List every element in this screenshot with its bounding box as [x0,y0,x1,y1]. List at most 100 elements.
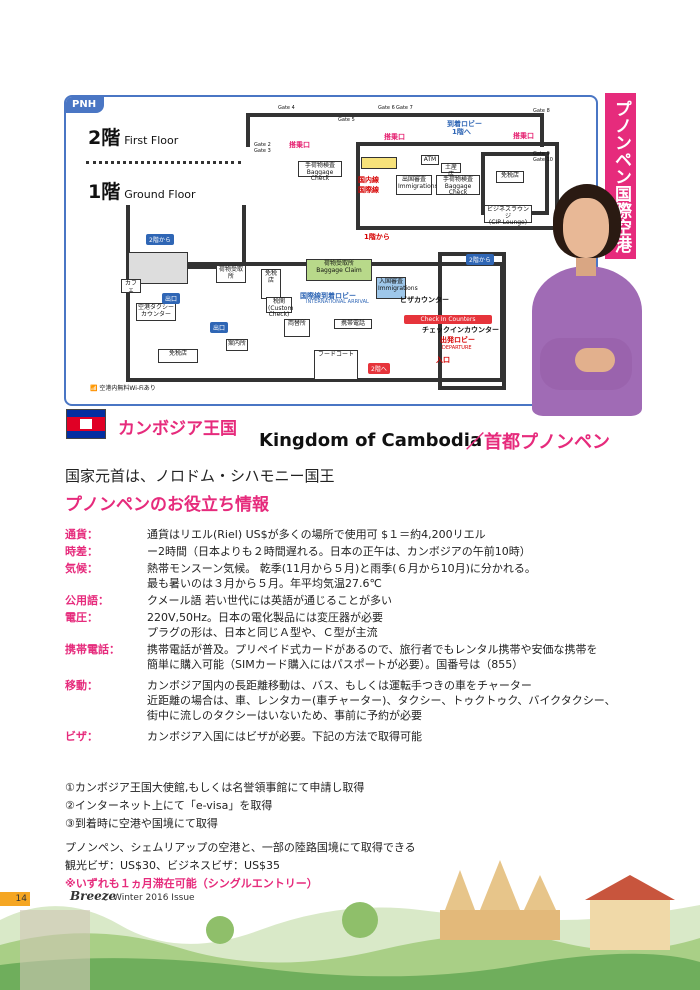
telecom-box: 携帯電話 [334,319,372,329]
info-label: 携帯電話： [65,643,120,656]
info-value: カンボジア国内の長距離移動は、バス、もしくは運転手つきの車をチャーター [147,679,532,692]
gate-2: Gate 2 [254,142,271,148]
info-row-visa: ビザ： カンボジア入国にはビザが必要。下記の方法で取得可能 [65,729,665,744]
info-list: 通貨： 通貨はリエル(Riel) US$が多くの場所で使用可 $１＝約4,200… [65,527,665,746]
info-label: 気候： [65,562,98,575]
cafe-box: カフェ [121,279,141,293]
info-value: クメール語 若い世代には英語が通じることが多い [147,594,393,607]
duty-free-1f: 免税店 [261,269,281,299]
boarding-gate-label: 搭乗口 [289,141,310,149]
floor2-wall-top [246,113,544,147]
arrival-lobby-label: 到着ロビー [447,120,482,128]
info-label: ビザ： [65,730,98,743]
info-value: 熱帯モンスーン気候。 乾季(11月から５月)と雨季(６月から10月)に分かれる。 [147,562,536,575]
boarding-gate-label: 搭乗口 [384,133,405,141]
kingdom-name-jp: カンボジア王国 [118,419,237,439]
to-2f-chip: 2階から [466,254,494,265]
baggage-claim-small: 荷物受取所 [216,265,246,283]
brand-logo: Breeze [70,889,117,903]
visa-stay-note: ※いずれも１ヵ月滞在可能（シングルエントリー） [65,877,318,890]
visa-steps: ①カンボジア王国大使館,もしくは名誉領事館にて申請し取得 ②インターネット上にて… [65,779,416,893]
info-label: 通貨： [65,528,98,541]
kingdom-name-en: Kingdom of Cambodia [259,430,483,451]
capital-label: ／首都プノンペン [466,432,610,453]
info-value: ー2時間（日本よりも２時間遅れる。日本の正午は、カンボジアの午前10時） [147,545,531,558]
info-row-language: 公用語： クメール語 若い世代には英語が通じることが多い [65,593,665,608]
info-row-climate: 気候： 熱帯モンスーン気候。 乾季(11月から５月)と雨季(６月から10月)に分… [65,561,665,591]
souvenir-box: 土産店 [441,163,461,177]
shop-block [361,157,397,169]
wifi-icon: 📶 [90,385,98,392]
info-value: 街中に流しのタクシーはいないため、事前に予約が必要 [147,709,422,722]
info-box: 案内所 [226,339,248,351]
visa-step: ②インターネット上にて「e-visa」を取得 [65,799,273,812]
info-row-currency: 通貨： 通貨はリエル(Riel) US$が多くの場所で使用可 $１＝約4,200… [65,527,665,542]
info-value: カンボジア入国にはビザが必要。下記の方法で取得可能 [147,730,422,743]
footer-illustration [0,860,700,990]
airport-code-badge: PNH [66,97,105,113]
woman-figure-face [563,198,609,258]
customs-box: 税関(Custom Check) [266,297,294,319]
boarding-gate-label: 搭乗口 [513,132,534,140]
gate-10: Gate 10 [533,157,553,163]
to-2f-chip: 2階から [146,234,174,245]
info-label: 公用語： [65,594,109,607]
departure-en-label: DEPARTURE [442,345,472,351]
to-2f-up-chip: 2階へ [368,363,390,374]
floor-divider [86,161,241,164]
visa-fee: 観光ビザ：US$30、ビジネスビザ：US$35 [65,859,281,872]
exit-chip: 出口 [162,293,181,304]
gate-7: Gate 7 [396,105,413,111]
shop-box: 免税店 [158,349,198,363]
entrance-label: 入口 [436,356,450,364]
info-label: 時差： [65,545,98,558]
head-of-state: 国家元首は、ノロドム・シハモニー国王 [65,467,335,485]
gate-4: Gate 4 [278,105,295,111]
wifi-note: 📶 空港内無料Wi-Fiあり [90,385,156,392]
checkin-en-chip: Check In Counters [404,315,492,324]
to-1f-label: 1階へ [452,128,471,136]
food-court: フードコート [314,350,358,380]
visa-counter-label: ビザカウンター [400,296,449,304]
duty-free-box: 免税店 [496,171,524,183]
from-1f-label: 1階から [364,233,390,241]
taxi-counter: 空港タクシーカウンター [136,303,176,321]
info-value: プラグの形は、日本と同じＡ型や、Ｃ型が主流 [147,626,378,639]
gate-3: Gate 3 [254,148,271,154]
exit-chip: 出口 [210,322,229,333]
woman-figure-neck [576,252,596,276]
visa-step: ①カンボジア王国大使館,もしくは名誉領事館にて申請し取得 [65,781,365,794]
domestic-label: 国内線 [358,176,379,184]
info-row-mobile: 携帯電話： 携帯電話が普及。プリペイド式カードがあるので、旅行者でもレンタル携帯… [65,642,665,672]
cip-lounge: ビジネスラウンジ(CIP Lounge) [484,205,532,226]
gate-8: Gate 8 [533,108,550,114]
issue-label: Winter 2016 Issue [113,893,195,903]
info-section-title: プノンペンのお役立ち情報 [65,495,269,515]
woman-figure-hands [575,348,615,372]
gate-6: Gate 6 [378,105,395,111]
currency-box: 両替所 [284,319,310,337]
visa-note: プノンペン、シェムリアップの空港と、一部の陸路国境にて取得できる [65,841,416,854]
gate-5: Gate 5 [338,117,355,123]
checkin-label: チェックインカウンター [422,326,499,334]
info-value: 最も暑いのは３月から５月。年平均気温27.6℃ [147,577,382,590]
visa-step: ③到着時に空港や国境にて取得 [65,817,218,830]
info-value: 220V,50Hz。日本の電化製品には変圧器が必要 [147,611,384,624]
info-row-transport: 移動： カンボジア国内の長距離移動は、バス、もしくは運転手つきの車をチャーター … [65,678,665,723]
lot-block [128,252,188,284]
floor2-wall-main [356,142,559,230]
intl-arrival-en-label: INTERNATIONAL ARRIVAL [306,299,369,305]
page-number: 14 [0,892,30,906]
gate-9: Gate 9 [533,151,550,157]
info-value: 通貨はリエル(Riel) US$が多くの場所で使用可 $１＝約4,200リエル [147,528,486,541]
international-label: 国際線 [358,186,379,194]
info-label: 電圧： [65,611,98,624]
